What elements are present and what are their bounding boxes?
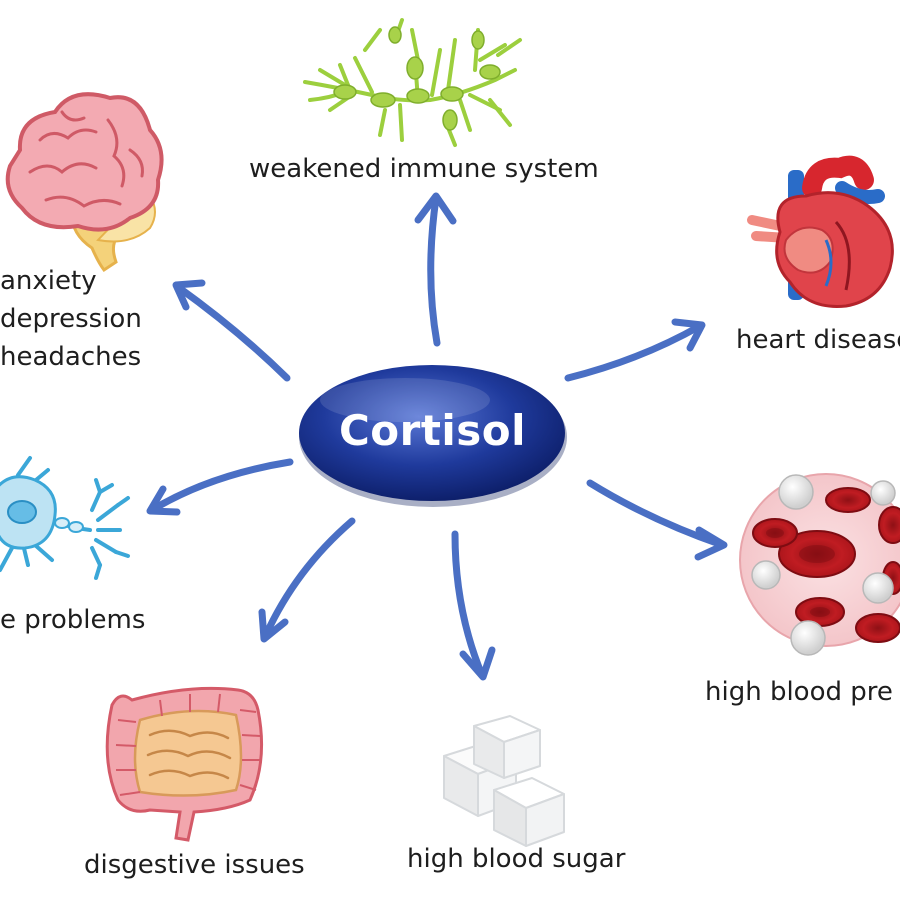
- heart-icon: [747, 155, 894, 308]
- arrow-to-heart: [564, 318, 706, 382]
- arrows: [146, 192, 728, 681]
- neuron-icon: [0, 456, 130, 580]
- blood-cells-icon: [739, 473, 900, 656]
- arrow-to-mental: [172, 279, 291, 382]
- cortisol-label: Cortisol: [338, 406, 527, 455]
- label-high-blood-sugar: high blood sugar: [407, 844, 626, 874]
- cortisol-hub: [299, 365, 567, 507]
- label-anxiety: anxiety: [0, 266, 97, 296]
- label-digestive-issues: disgestive issues: [84, 850, 305, 880]
- arrow-to-sugar: [451, 530, 496, 681]
- immune-cells-nuclei: [333, 26, 501, 131]
- label-heart-disease: heart disease: [736, 325, 900, 355]
- label-depression: depression: [0, 304, 142, 334]
- arrow-to-digestive: [258, 517, 356, 643]
- intestine-icon: [105, 686, 264, 842]
- label-nerve-problems: e problems: [0, 605, 146, 635]
- brain-icon: [5, 92, 164, 273]
- arrow-to-immune: [414, 192, 457, 347]
- immune-cells-icon: [303, 18, 522, 147]
- label-high-blood-pressure: high blood pre: [705, 677, 893, 707]
- sugar-cubes-icon: [443, 715, 565, 847]
- arrow-to-nerve: [146, 458, 294, 516]
- label-headaches: headaches: [0, 342, 142, 372]
- arrow-to-pressure: [586, 479, 728, 561]
- label-weakened-immune-system: weakened immune system: [249, 154, 599, 184]
